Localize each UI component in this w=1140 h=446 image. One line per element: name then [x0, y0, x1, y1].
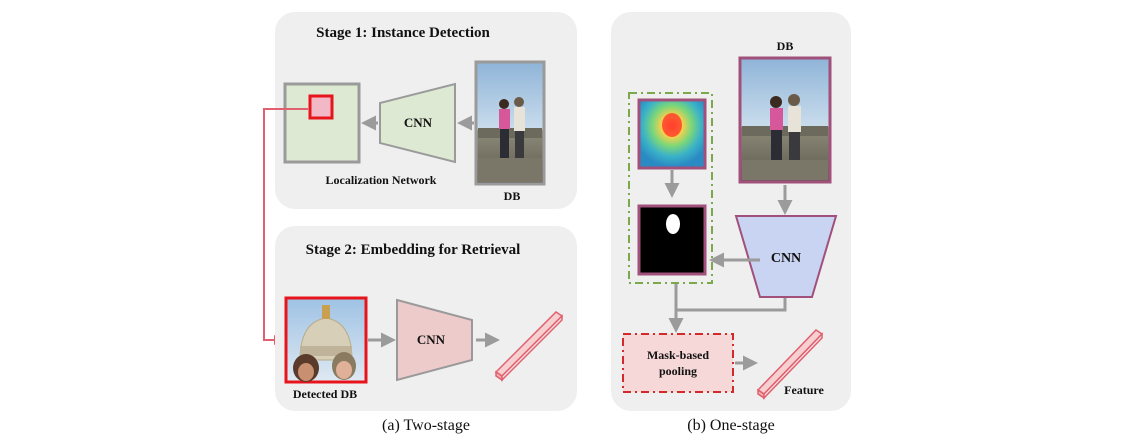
db-label-stage1: DB	[504, 189, 521, 203]
feature-vector-b	[756, 329, 824, 400]
binary-mask	[637, 204, 707, 276]
merge-connector	[674, 284, 787, 312]
stage1-cnn-block	[379, 82, 456, 164]
attention-heatmap	[637, 98, 707, 170]
localization-network-label: Localization Network	[326, 173, 437, 187]
stage1-title: Stage 1: Instance Detection	[316, 25, 490, 41]
one-stage-cnn-label: CNN	[771, 251, 801, 266]
detection-connector	[263, 108, 308, 345]
pooling-label-line1: Mask-based	[647, 348, 709, 362]
stage2-cnn-block	[396, 298, 473, 382]
stage2-cnn-label: CNN	[417, 332, 446, 347]
db-photo-one-stage	[738, 56, 832, 184]
feature-label: Feature	[784, 383, 824, 397]
detected-region-marker	[308, 94, 334, 120]
caption-two-stage: (a) Two-stage	[382, 417, 470, 434]
db-label-stage-b: DB	[777, 39, 794, 53]
one-stage-cnn-block	[734, 215, 838, 298]
detected-db-label: Detected DB	[293, 387, 357, 401]
db-photo-stage1	[474, 60, 546, 186]
stage2-title: Stage 2: Embedding for Retrieval	[306, 242, 521, 258]
mask-branch-group	[628, 92, 713, 284]
stage1-cnn-label: CNN	[404, 115, 433, 130]
localization-network-box	[283, 82, 361, 164]
caption-one-stage: (b) One-stage	[687, 417, 775, 434]
pooling-label-line2: pooling	[659, 364, 697, 378]
feature-vector-a	[494, 311, 564, 382]
detected-db-photo	[284, 296, 368, 384]
mask-based-pooling-box	[622, 333, 734, 393]
